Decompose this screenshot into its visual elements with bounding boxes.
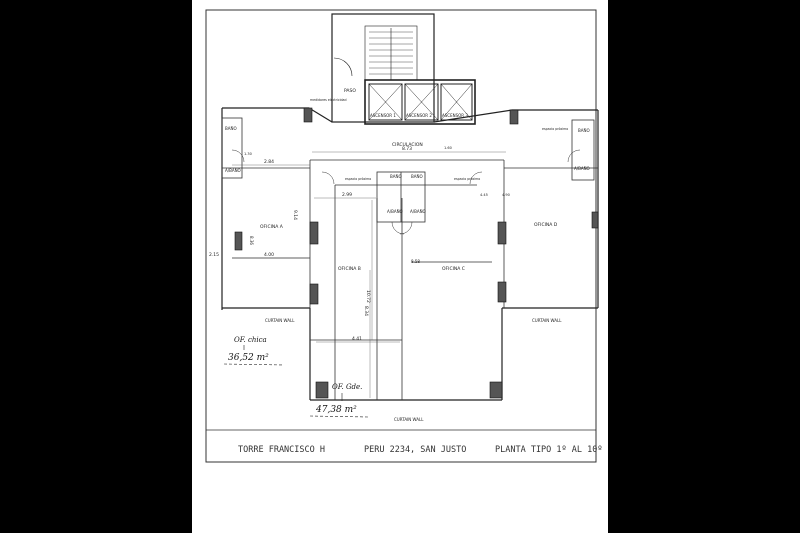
label-abano-center-1: A/BAÑO xyxy=(387,209,403,214)
dim-445: 4.45 xyxy=(480,193,488,197)
dim-834: 8.34 xyxy=(363,306,369,316)
label-espacio-proximo-1: espacio próximo xyxy=(345,177,371,181)
note-of-grande-area: 47,38 m² xyxy=(315,405,357,415)
dim-160: 1.60 xyxy=(444,146,452,150)
label-ascensor-3: ASCENSOR 3 xyxy=(442,113,468,118)
label-oficina-c: OFICINA C xyxy=(442,266,465,272)
dim-284: 2.84 xyxy=(264,159,274,165)
label-circulacion: CIRCULACION xyxy=(392,142,423,148)
dim-215: 2.15 xyxy=(209,252,219,258)
label-espacio-proximo-3: espacio próximo xyxy=(542,127,568,131)
dim-130: 1.30 xyxy=(244,152,252,156)
title-sheet: PLANTA TIPO 1º AL 10º xyxy=(495,445,602,455)
label-curtain-wall-left: CURTAIN WALL xyxy=(265,318,295,323)
label-abano-left: A/BAÑO xyxy=(225,168,241,173)
dim-490: 4.90 xyxy=(502,193,510,197)
dim-873: 8.73 xyxy=(402,146,412,152)
stair-core xyxy=(331,13,435,123)
title-address: PERU 2234, SAN JUSTO xyxy=(364,445,466,455)
label-oficina-d: OFICINA D xyxy=(534,222,558,228)
label-bano-left: BAÑO xyxy=(225,126,237,131)
title-project: TORRE FRANCISCO H xyxy=(238,445,325,455)
drawing-frame xyxy=(205,9,597,463)
title-block: TORRE FRANCISCO H PERU 2234, SAN JUSTO P… xyxy=(238,445,602,455)
camscanner-watermark: Scanned with CamScanner xyxy=(433,510,575,522)
label-ascensor-1: ASCENSOR 1 xyxy=(370,113,396,118)
room-labels: PASO ASCENSOR 1 ASCENSOR 2 ASCENSOR 3 me… xyxy=(225,88,590,422)
label-ascensor-2: ASCENSOR 2 xyxy=(406,113,432,118)
label-medidores: medidores electricidad xyxy=(310,98,346,102)
dim-441: 4.41 xyxy=(352,336,362,342)
dim-400: 4.00 xyxy=(264,252,274,258)
note-of-grande: OF. Gde. xyxy=(332,383,362,391)
handwritten-notes: OF. chica 36,52 m² OF. Gde. 47,38 m² xyxy=(223,336,369,418)
note-of-chica: OF. chica xyxy=(234,336,267,344)
note-of-chica-area: 36,52 m² xyxy=(228,353,269,363)
elevator-bank xyxy=(364,79,476,125)
dimension-labels: 8.73 2.84 2.99 4.00 2.15 10.72 8.34 4.41… xyxy=(209,146,510,342)
label-oficina-a: OFICINA A xyxy=(260,224,284,230)
label-bano-center-1: BAÑO xyxy=(390,174,402,179)
interior-walls xyxy=(221,117,598,400)
label-curtain-wall-right: CURTAIN WALL xyxy=(532,318,562,323)
label-bano-right: BAÑO xyxy=(578,128,590,133)
dim-836: 8.36 xyxy=(249,236,254,245)
label-abano-right: A/BAÑO xyxy=(574,166,590,171)
label-bano-center-2: BAÑO xyxy=(411,174,423,179)
label-curtain-wall-bottom: CURTAIN WALL xyxy=(394,417,424,422)
dim-1072: 10.72 xyxy=(365,290,371,303)
label-abano-center-2: A/BAÑO xyxy=(410,209,426,214)
label-paso: PASO xyxy=(344,88,356,94)
dim-914: 9.14 xyxy=(292,210,298,220)
label-espacio-proximo-2: espacio próximo xyxy=(454,177,480,181)
floor-plan: PASO ASCENSOR 1 ASCENSOR 2 ASCENSOR 3 me… xyxy=(205,9,602,463)
columns xyxy=(234,107,599,399)
dim-858: 8.58 xyxy=(411,259,420,264)
scanned-sheet: PASO ASCENSOR 1 ASCENSOR 2 ASCENSOR 3 me… xyxy=(192,0,608,533)
dim-299: 2.99 xyxy=(342,192,352,198)
label-oficina-b: OFICINA B xyxy=(338,266,361,272)
dimension-lines xyxy=(232,151,506,398)
